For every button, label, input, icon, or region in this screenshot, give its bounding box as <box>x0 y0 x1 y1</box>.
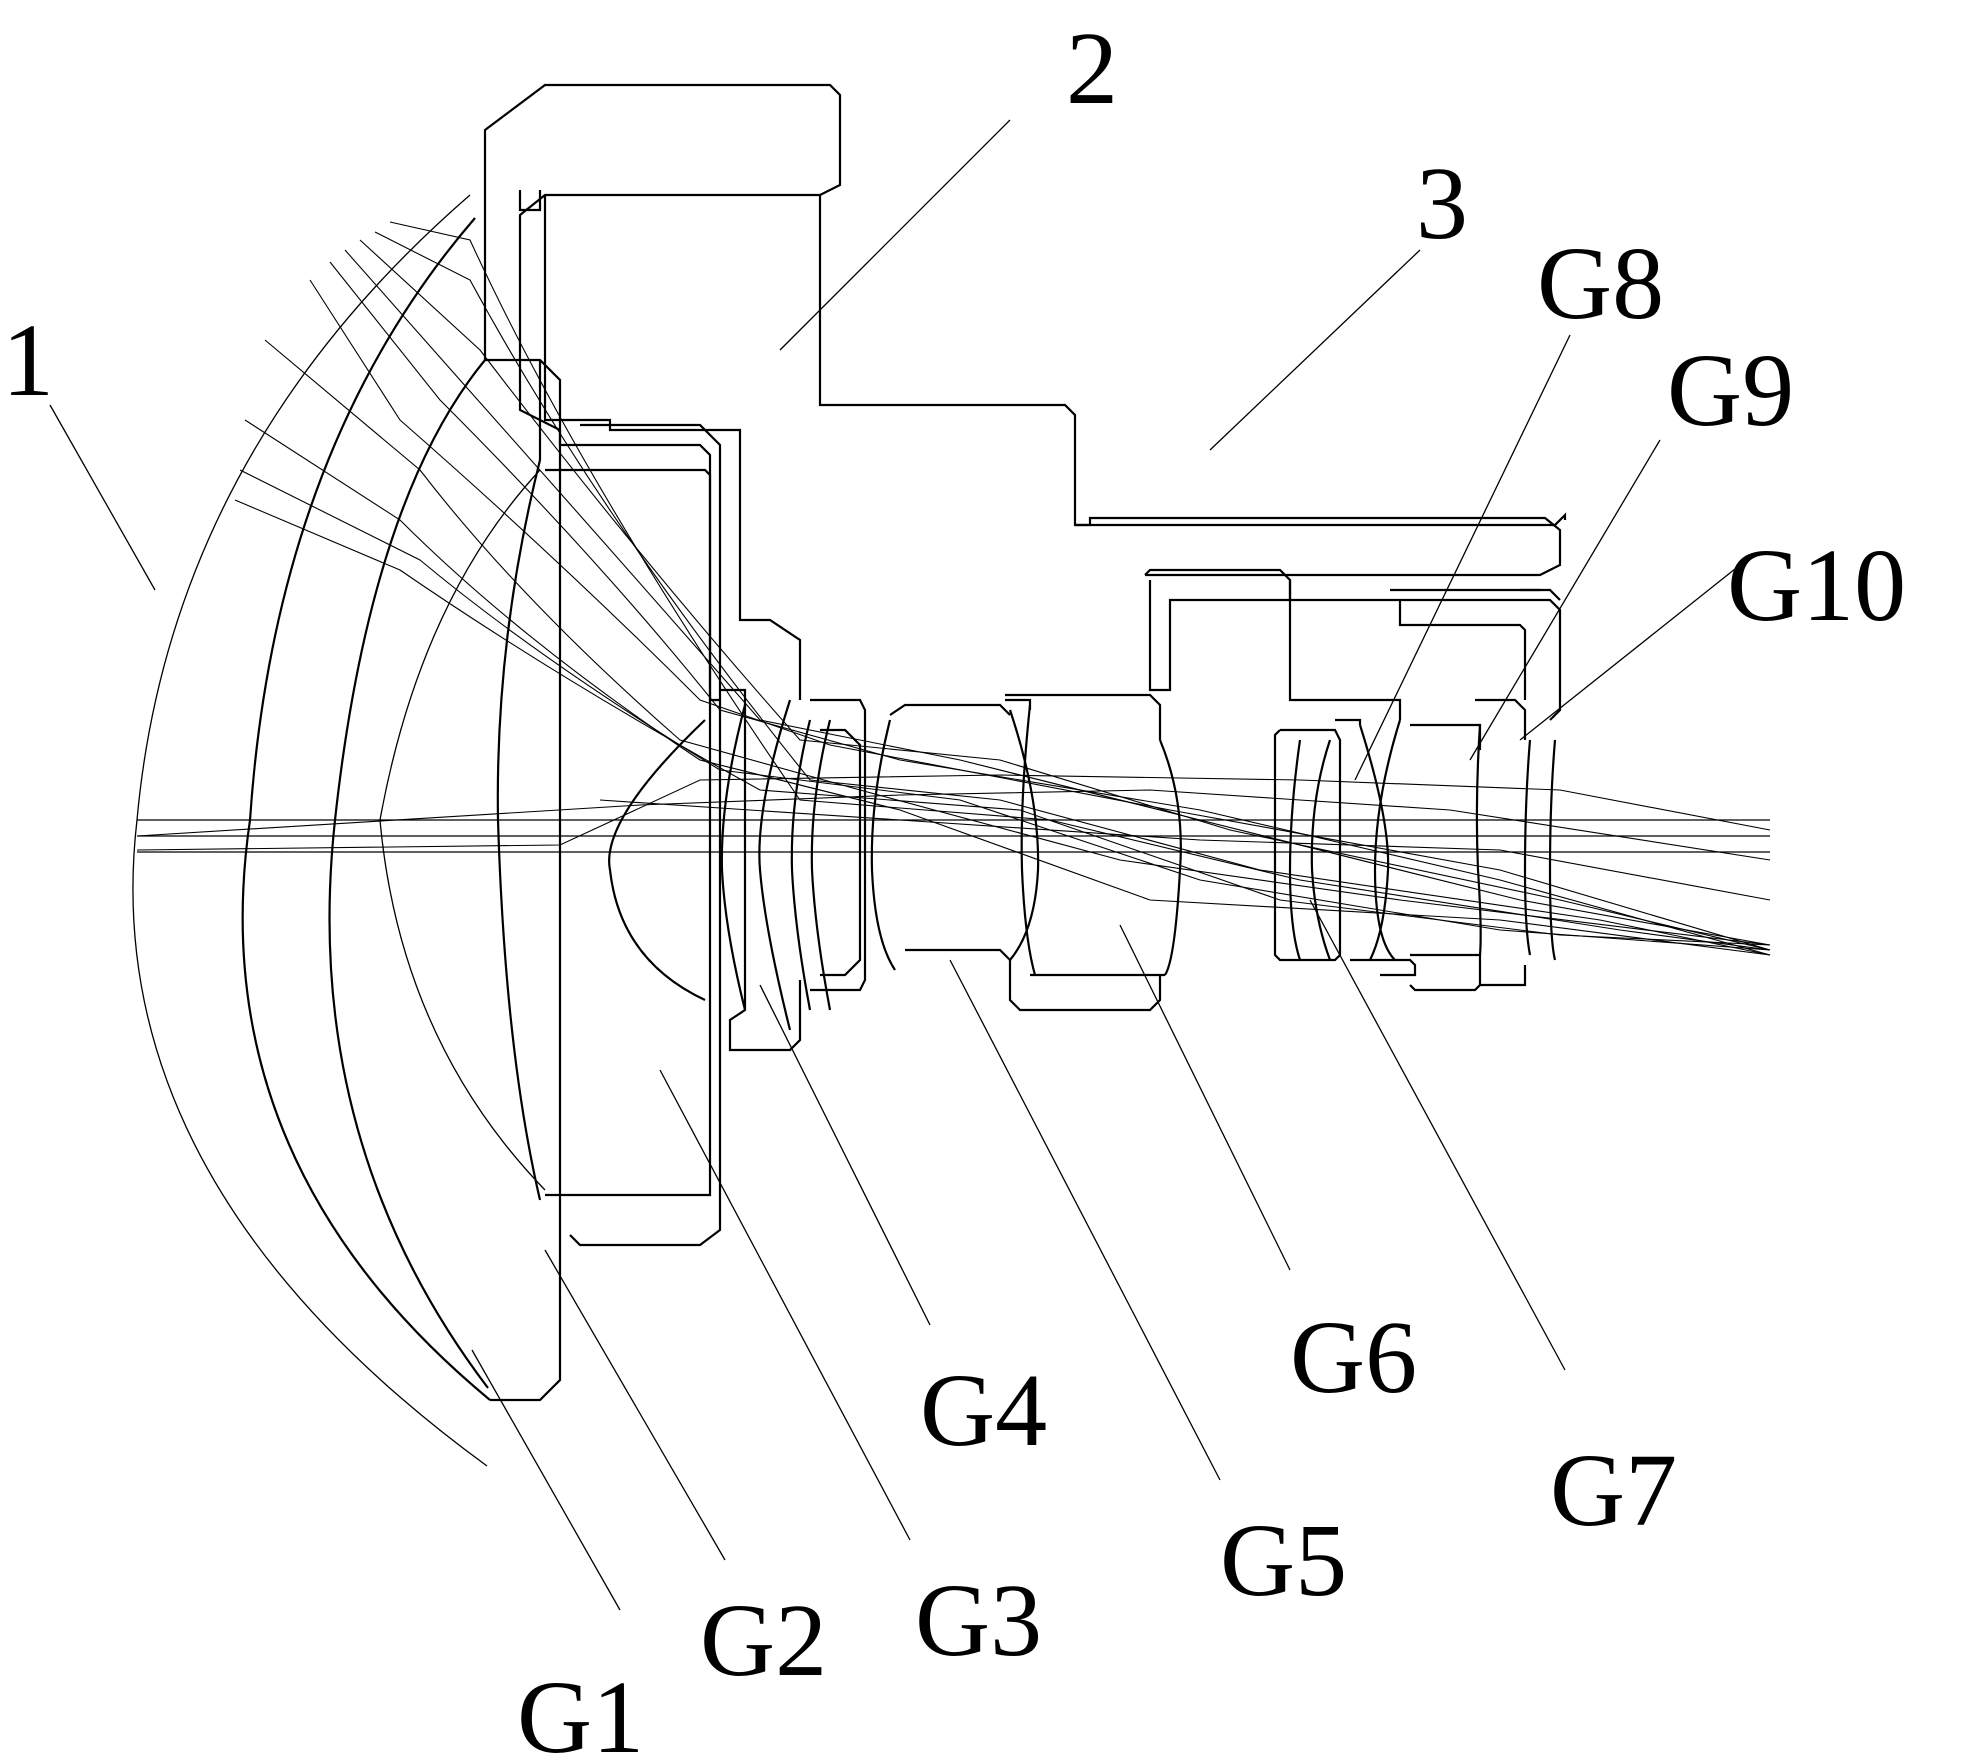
lens-g4 <box>720 430 800 1050</box>
lens-g2-g3 <box>380 425 720 1245</box>
label-g7: G7 <box>1550 1433 1677 1548</box>
lens-g1 <box>330 360 560 1400</box>
label-g2: G2 <box>700 1583 827 1698</box>
barrel-2 <box>485 85 1565 700</box>
label-g5: G5 <box>1220 1503 1347 1618</box>
front-dome-lens <box>133 195 490 1466</box>
barrel-3 <box>1145 570 1560 720</box>
label-g10: G10 <box>1727 528 1906 643</box>
part-labels: 1 2 3 G8 G9 G10 G4 G6 G5 G7 G2 G3 G1 <box>2 11 1906 1764</box>
label-3: 3 <box>1416 146 1468 261</box>
label-g3: G3 <box>915 1563 1042 1678</box>
label-g9: G9 <box>1667 333 1794 448</box>
label-2: 2 <box>1066 11 1118 126</box>
label-g1: G1 <box>517 1660 644 1764</box>
lens-g5 <box>792 700 865 1010</box>
label-1: 1 <box>2 303 54 418</box>
label-g4: G4 <box>920 1353 1047 1468</box>
leader-lines <box>50 120 1740 1610</box>
label-g6: G6 <box>1290 1300 1417 1415</box>
lens-g8-g9-g10 <box>1275 700 1555 990</box>
label-g8: G8 <box>1537 226 1664 341</box>
